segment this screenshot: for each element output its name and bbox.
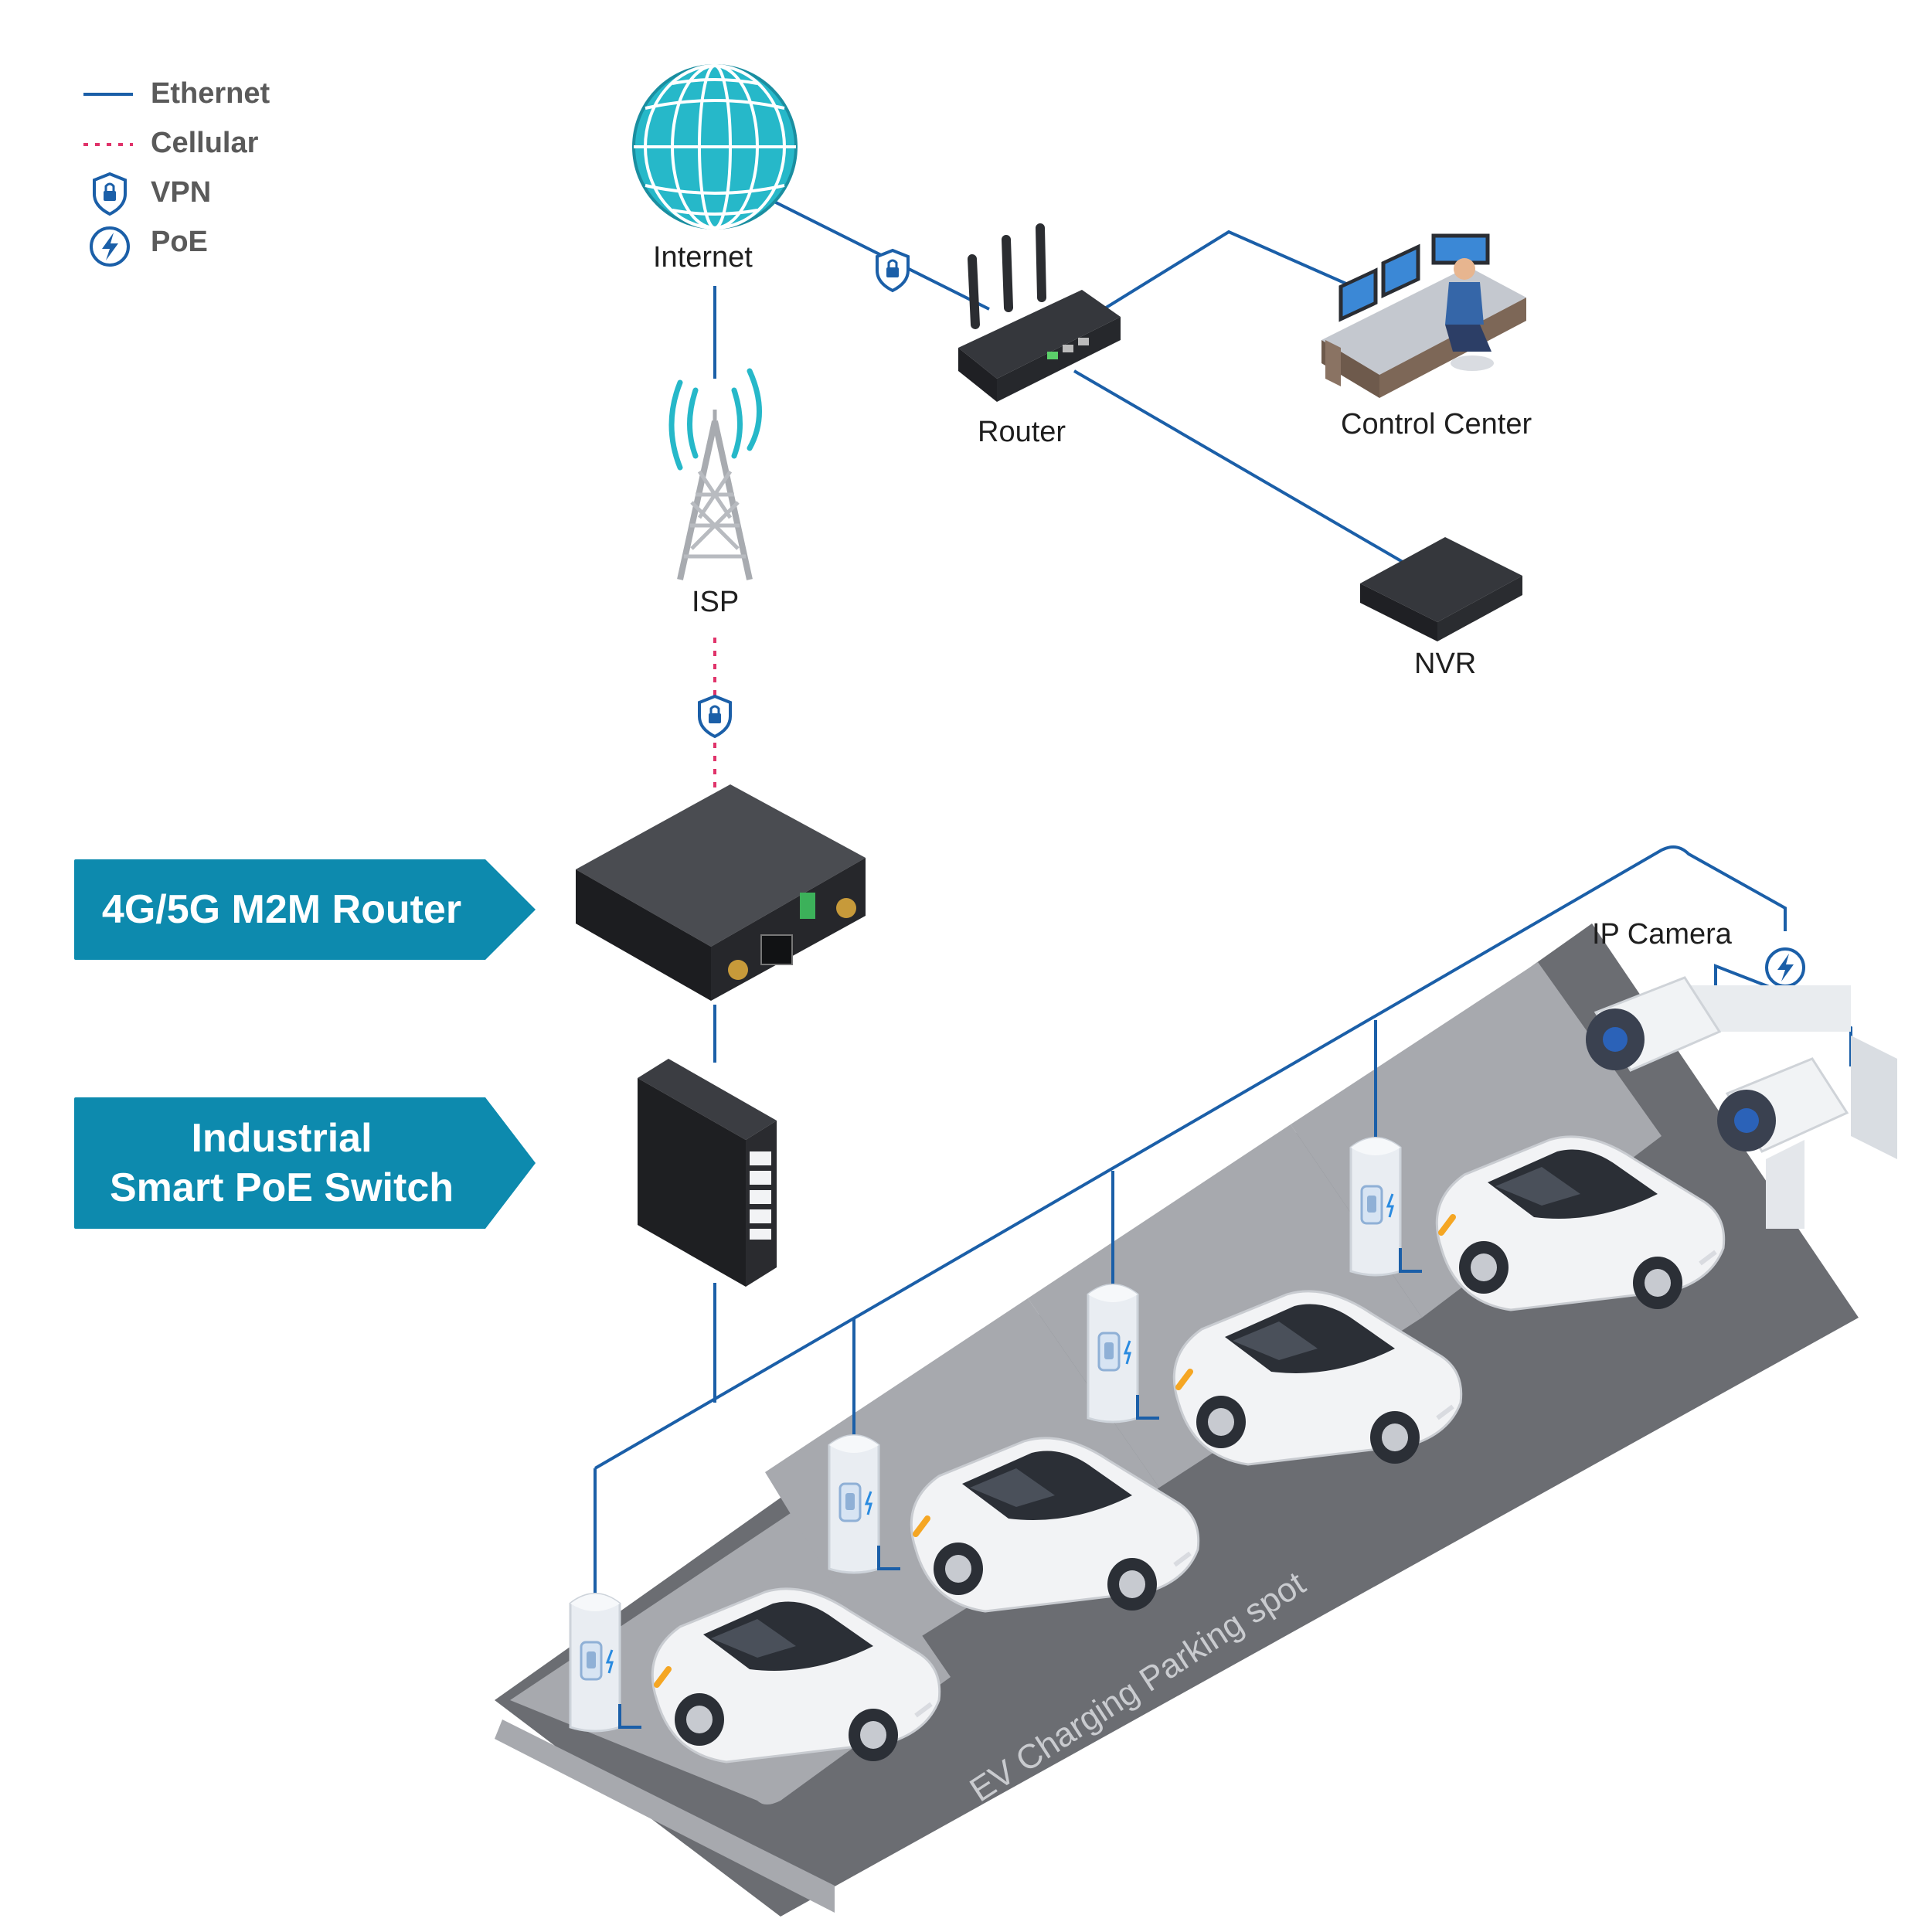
control-center-label: Control Center bbox=[1341, 408, 1532, 440]
callout-poe-switch: Industrial Smart PoE Switch bbox=[74, 1097, 536, 1229]
legend-vpn-shield-icon bbox=[93, 172, 127, 216]
legend-cellular-label: Cellular bbox=[151, 127, 259, 159]
callout-m2m-router: 4G/5G M2M Router bbox=[74, 859, 536, 960]
internet-label: Internet bbox=[653, 241, 753, 274]
link-bus-camera bbox=[594, 845, 1787, 1470]
router-label: Router bbox=[978, 416, 1066, 448]
nvr-icon bbox=[1360, 537, 1522, 641]
link-router-control-center bbox=[1096, 230, 1361, 315]
parking-lot bbox=[495, 923, 1859, 1917]
ip-camera-label: IP Camera bbox=[1592, 918, 1732, 951]
callout-poe-switch-shape bbox=[74, 1097, 536, 1229]
poe-switch-icon bbox=[638, 1059, 777, 1287]
nvr-label: NVR bbox=[1414, 648, 1477, 680]
router-icon bbox=[958, 223, 1121, 402]
legend-ethernet-label: Ethernet bbox=[151, 77, 270, 110]
ip-camera-icon bbox=[1586, 976, 1897, 1229]
callout-poe-switch-line1: Industrial bbox=[191, 1116, 372, 1161]
signal-waves-icon bbox=[668, 368, 762, 471]
callout-poe-switch-line2: Smart PoE Switch bbox=[110, 1165, 454, 1210]
vpn-shield-icon-internet-router bbox=[876, 249, 910, 292]
globe-icon bbox=[632, 64, 798, 230]
link-router-nvr bbox=[1073, 369, 1408, 566]
legend-vpn-label: VPN bbox=[151, 176, 212, 209]
legend bbox=[83, 93, 133, 267]
control-center-icon bbox=[1321, 233, 1526, 398]
legend-poe-bolt-icon bbox=[90, 226, 130, 267]
callout-m2m-router-label: 4G/5G M2M Router bbox=[101, 887, 462, 932]
cell-tower-icon bbox=[677, 410, 753, 580]
legend-poe-label: PoE bbox=[151, 226, 208, 258]
callout-m2m-router-shape bbox=[74, 859, 536, 960]
isp-label: ISP bbox=[692, 586, 740, 618]
m2m-router-icon bbox=[576, 784, 866, 1001]
poe-bolt-icon-camera bbox=[1765, 947, 1805, 988]
vpn-shield-icon-cellular bbox=[698, 695, 732, 738]
